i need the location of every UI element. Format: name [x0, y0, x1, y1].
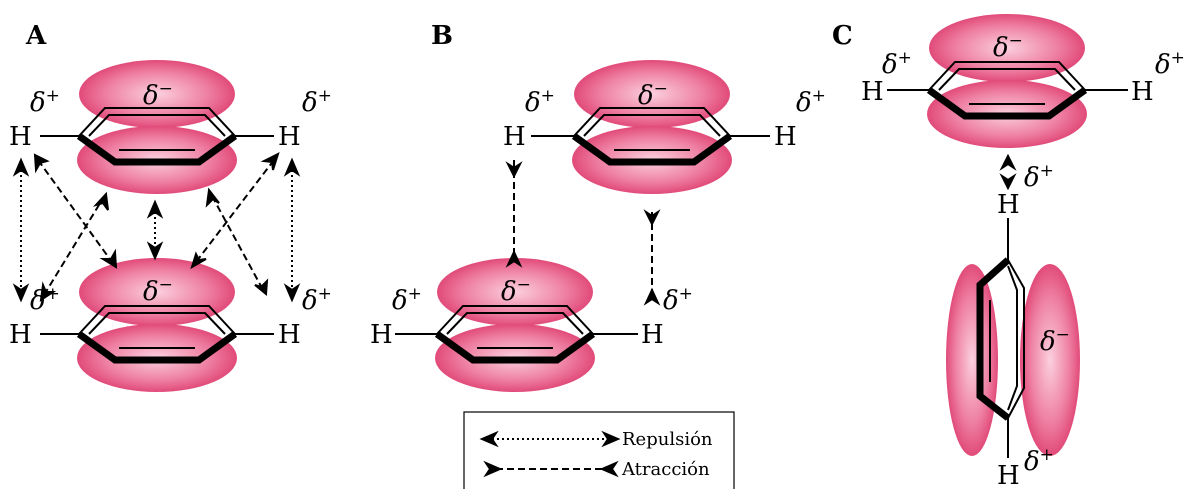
delta-plus-top-right-a: δ+ — [302, 86, 332, 118]
repulsion-arrows-a — [12, 157, 301, 303]
hydrogen-upper-right-b: H — [774, 122, 797, 152]
legend-attraction-label: Atracción — [621, 459, 710, 480]
panel-c-label: C — [832, 21, 853, 51]
panel-b-label: B — [431, 21, 453, 51]
delta-plus-top-left-c: δ+ — [882, 48, 912, 80]
delta-plus-top-right-c: δ+ — [1155, 48, 1185, 80]
hydrogen-bottom-right-a: H — [278, 320, 301, 350]
attraction-arrows-a — [33, 152, 280, 303]
benzene-vertical-c — [946, 257, 1080, 456]
attraction-arrows-b — [505, 160, 661, 306]
panel-b: B δ− H H δ+ δ+ δ− H H δ+ δ+ — [370, 21, 826, 489]
hydrogen-lower-right-b: H — [641, 320, 664, 350]
legend: Repulsión Atracción — [463, 411, 735, 489]
delta-minus-lower-b: δ− — [501, 275, 531, 307]
legend-repulsion-label: Repulsión — [622, 429, 713, 450]
delta-plus-top-left-a: δ+ — [30, 86, 60, 118]
delta-plus-lower-right-b: δ+ — [663, 284, 693, 316]
hydrogen-top-left-c: H — [861, 77, 884, 107]
delta-plus-middle-c: δ+ — [1024, 161, 1054, 193]
hydrogen-top-right-a: H — [278, 122, 301, 152]
panel-a: A δ− H H δ+ δ+ δ− H H δ+ δ+ — [9, 21, 332, 392]
hydrogen-lower-left-b: H — [370, 320, 393, 350]
delta-minus-top-a: δ− — [143, 79, 173, 111]
delta-plus-bottom-right-a: δ+ — [302, 284, 332, 316]
delta-minus-vertical-c: δ− — [1040, 325, 1070, 357]
panel-c: C δ− H H δ+ δ+ δ+ H δ− H δ+ — [832, 14, 1185, 489]
hydrogen-bottom-left-a: H — [9, 320, 32, 350]
legend-attraction — [483, 460, 619, 478]
delta-plus-upper-left-b: δ+ — [525, 86, 555, 118]
delta-minus-top-c: δ− — [993, 31, 1023, 63]
panel-a-label: A — [25, 21, 47, 51]
legend-repulsion — [479, 430, 621, 448]
delta-plus-upper-right-b: δ+ — [796, 86, 826, 118]
hydrogen-middle-c: H — [997, 190, 1020, 220]
hydrogen-top-right-c: H — [1131, 77, 1154, 107]
hydrogen-top-left-a: H — [9, 122, 32, 152]
hydrogen-bottom-c: H — [997, 461, 1020, 489]
delta-plus-lower-left-b: δ+ — [392, 284, 422, 316]
hydrogen-upper-left-b: H — [503, 122, 526, 152]
delta-minus-bottom-a: δ− — [143, 275, 173, 307]
delta-plus-bottom-c: δ+ — [1024, 445, 1054, 477]
delta-minus-upper-b: δ− — [638, 79, 668, 111]
attraction-arrow-c — [999, 153, 1017, 191]
